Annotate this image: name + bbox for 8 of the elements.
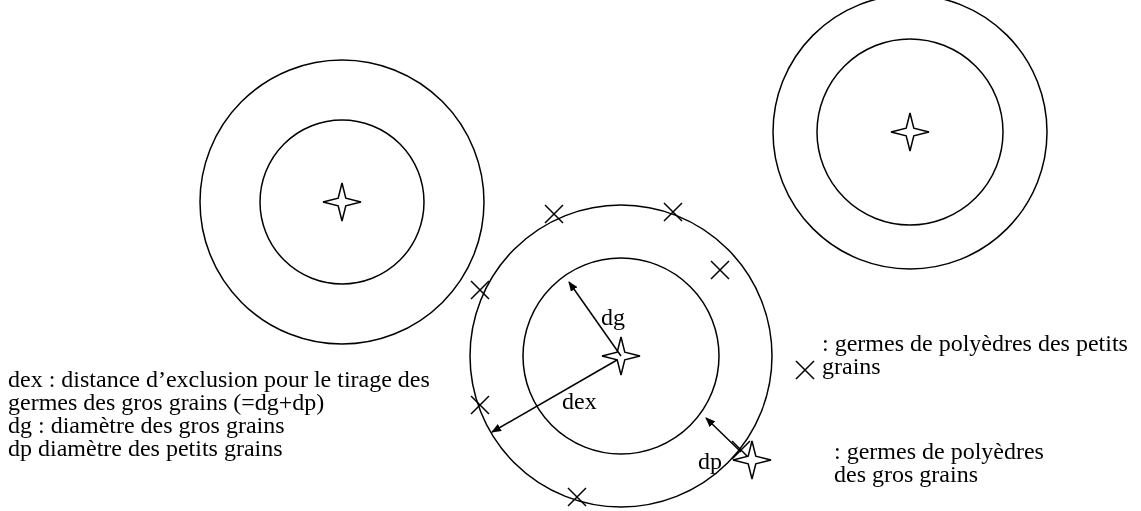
legend-text: : germes de polyèdres des gros grains <box>834 440 1045 486</box>
dimension-label: dex <box>562 390 597 413</box>
note-text: dp diamètre des petits grains <box>8 437 283 460</box>
legend-text: : germes de polyèdres des petits grains <box>822 332 1129 378</box>
note-text: dex : distance d’exclusion pour le tirage des germes des gros grains (=dg+dp) <box>8 368 431 414</box>
dimension-label: dg <box>601 306 625 329</box>
note-text: dg : diamètre des gros grains <box>8 414 285 437</box>
dimension-label: dp <box>698 450 722 473</box>
